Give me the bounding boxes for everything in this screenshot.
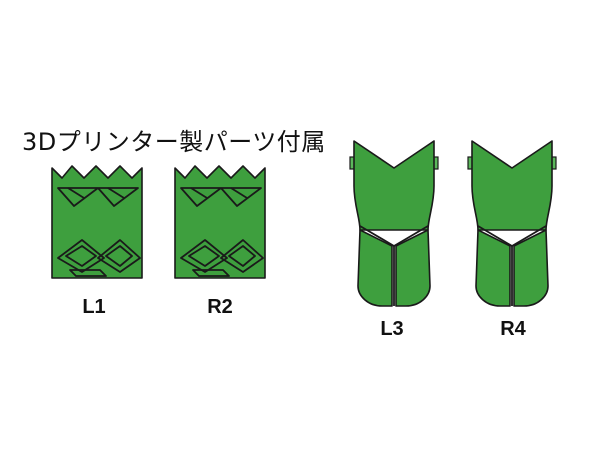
part-r2-body [174,165,266,279]
part-l1-top-ridge [57,187,139,207]
part-l1-top-ridge-inner [67,187,125,199]
part-label-l3: L3 [380,318,404,340]
part-l3-lower-right [395,229,431,307]
part-l1 [51,165,143,279]
part-r2-top-ridge [180,187,262,207]
part-r4 [467,140,557,307]
part-l1-bottom-shadow [69,269,107,277]
part-r4-upper-body [471,140,553,231]
part-l1-body [51,165,143,279]
part-r2-diamond-inner [188,245,256,267]
caption-text: 3Dプリンター製パーツ付属 [22,128,326,156]
part-l1-diamond-inner [65,245,133,267]
part-label-r2: R2 [207,296,233,318]
part-label-r4: R4 [500,318,526,340]
part-l1-diamonds [57,239,141,273]
part-r2 [174,165,266,279]
part-r2-top-ridge-inner [190,187,248,199]
part-r2-diamonds [180,239,264,273]
part-r4-lower-right [513,229,549,307]
part-r2-bottom-shadow [192,269,230,277]
part-l3-upper-body [353,140,435,231]
part-label-l1: L1 [82,296,106,318]
part-l3 [349,140,439,307]
part-l3-lower-left [357,229,393,307]
part-r4-lower-left [475,229,511,307]
